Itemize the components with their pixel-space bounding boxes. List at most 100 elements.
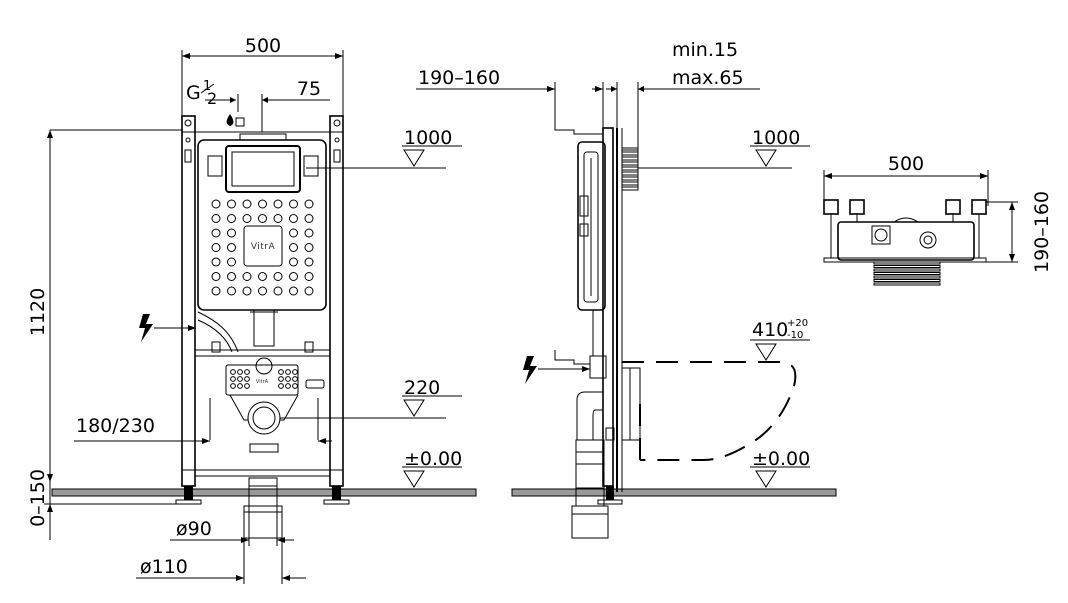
front-drain: VitrA [209, 341, 325, 539]
dim-drain-spacing: 180/230 [74, 415, 332, 444]
dim-pipe-large: ø110 [136, 538, 306, 584]
flush-rib [621, 184, 639, 188]
label-top-width: 500 [888, 153, 924, 175]
cistern-dot [242, 286, 252, 296]
power-supply-icon [523, 356, 537, 384]
level-side-1000: 1000 [638, 127, 810, 169]
label-finish-max: max.65 [672, 67, 744, 89]
cistern-dot [273, 214, 283, 223]
label-side-floor-level: ±0.00 [752, 448, 810, 470]
flush-rib [873, 282, 941, 286]
level-front-1000: 1000 [306, 127, 462, 169]
cistern-dot [258, 286, 267, 296]
front-floor [51, 488, 477, 497]
cistern-dot [304, 243, 314, 252]
label-pipe-num: 1 [203, 79, 211, 94]
side-flush-ribs [621, 149, 639, 188]
label-pipe-den: 2 [207, 89, 217, 108]
drain-dot [292, 369, 298, 375]
drain-dot [278, 383, 284, 389]
drain-dot [230, 369, 236, 375]
cistern-dot [211, 286, 221, 296]
flush-rib [621, 159, 639, 163]
cistern-dot [289, 228, 298, 238]
label-front-flush-level: 1000 [404, 127, 452, 149]
drain-dot [237, 369, 243, 375]
label-side-flush-level: 1000 [752, 127, 800, 149]
cistern-dot [211, 243, 221, 252]
cistern-dot [211, 214, 221, 223]
cistern-dot [304, 272, 314, 281]
cistern-dot [227, 214, 236, 223]
label-pipe-small: ø90 [176, 518, 212, 540]
cistern-dot [227, 286, 236, 296]
drain-dot [285, 369, 291, 375]
drain-dot [237, 376, 243, 382]
flush-rib [873, 268, 941, 272]
label-foot-adjust: 0–150 [27, 469, 49, 527]
front-view: VitrA VitrA [27, 35, 477, 584]
side-bowl-outline [622, 361, 797, 461]
flush-rib [873, 272, 941, 275]
level-side-bowl: 410 +20 -10 [750, 318, 810, 361]
dim-front-width: 500 [181, 35, 344, 118]
cistern-dot [211, 272, 221, 281]
cistern-dot [242, 199, 252, 209]
top-flush-ribs [873, 261, 941, 286]
flush-rib [621, 174, 639, 178]
flush-rib [873, 279, 941, 282]
brand-logo-small: VitrA [256, 379, 269, 385]
cistern-dot [227, 272, 236, 281]
flush-rib [873, 261, 941, 265]
label-pipe-g: G [186, 82, 201, 104]
power-supply-side [523, 356, 590, 384]
drain-dot [230, 376, 236, 382]
cistern-dot-grid [211, 199, 314, 296]
dim-pipe-small: ø90 [170, 506, 294, 546]
cistern-dot [258, 199, 267, 209]
brand-logo: VitrA [251, 242, 276, 252]
cistern-dot [273, 272, 283, 281]
dim-inlet: G 1 2 75 [186, 78, 330, 132]
drain-dot [278, 369, 284, 375]
drain-dot [292, 383, 298, 389]
flush-rib [621, 164, 639, 168]
dim-foot-adjust: 0–150 [27, 469, 182, 540]
cistern-dot [227, 199, 236, 209]
label-drain-level: 220 [404, 377, 440, 399]
flush-rib [873, 275, 941, 279]
label-front-width: 500 [245, 35, 281, 57]
flush-rib [621, 154, 639, 158]
drain-dot [230, 383, 236, 389]
water-drop-icon [226, 114, 234, 126]
cistern-dot [211, 257, 221, 267]
side-view: 190–160 min.15 max.65 1000 410 +2 [416, 39, 837, 539]
dim-top-width: 500 [823, 153, 989, 206]
label-bowl-tol-minus: -10 [787, 330, 803, 341]
drain-dot [285, 383, 291, 389]
flush-rib [621, 179, 639, 183]
cistern-dot [227, 257, 236, 267]
cistern-dot [304, 199, 314, 209]
level-front-floor: ±0.00 [402, 448, 462, 488]
label-top-depth: 190–160 [1031, 191, 1053, 273]
cistern-dot [227, 228, 236, 238]
cistern-dot [304, 286, 314, 296]
drain-dot [285, 376, 291, 382]
cistern-dot [211, 199, 221, 209]
cistern-dot [304, 228, 314, 238]
front-frame [175, 115, 350, 505]
cistern-dot [289, 199, 298, 209]
label-side-offset: 190–160 [418, 67, 500, 89]
front-cistern: VitrA [197, 133, 327, 353]
drain-dot-grid [230, 369, 298, 389]
cistern-dot [211, 228, 221, 238]
drain-dot [244, 369, 250, 375]
cistern-dot [258, 214, 267, 223]
cistern-dot [289, 214, 298, 223]
label-bowl-height: 410 [752, 319, 788, 341]
cistern-dot [273, 199, 283, 209]
label-finish-min: min.15 [672, 39, 738, 61]
label-bowl-tol-plus: +20 [787, 318, 808, 329]
cistern-dot [258, 272, 267, 281]
